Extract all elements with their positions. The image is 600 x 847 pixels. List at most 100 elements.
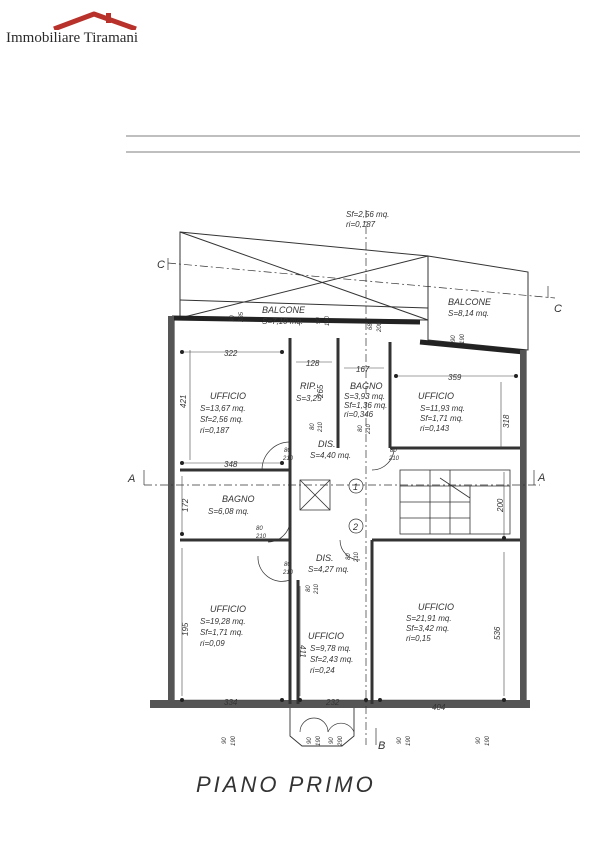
room-ratio: ri=0,09 [200, 639, 225, 648]
dim-232: 232 [325, 698, 340, 707]
dim-411: 411 [298, 645, 307, 658]
room-ratio: ri=0,187 [200, 426, 230, 435]
opening-width: 80 [256, 526, 263, 532]
opening-height: 190 [460, 333, 466, 344]
wall-hatch [150, 316, 530, 708]
dimension-lines [181, 350, 516, 701]
ri-top-label: ri=0,187 [346, 220, 376, 229]
room-window-area: Sf=2,56 mq. [200, 415, 243, 424]
room-ratio: ri=0,24 [310, 666, 335, 675]
section-a-right: A [537, 472, 545, 484]
section-c-left: C [157, 259, 165, 271]
opening-width: 80 [284, 562, 291, 568]
opening-height: 190 [406, 735, 412, 746]
opening-height: 200 [377, 321, 383, 333]
opening-width: 90 [222, 737, 228, 744]
house-roof-icon [53, 11, 137, 30]
opening-height: 285 [239, 311, 245, 323]
room-name: UFFICIO [210, 604, 246, 614]
dim-318: 318 [502, 414, 511, 428]
door-swings [257, 441, 395, 733]
room-bagno-2: BAGNO S=6,08 mq. [208, 494, 255, 516]
opening-width: 90 [307, 737, 313, 744]
room-name: BAGNO [222, 494, 255, 504]
dim-536: 536 [493, 626, 502, 640]
opening-labels: 90 285 90 190 68 200 90 190 80 210 80 21… [222, 311, 491, 747]
dim-334: 334 [224, 698, 238, 707]
opening-width: 80 [284, 448, 291, 454]
section-c-right: C [554, 303, 562, 315]
bay-window [289, 708, 355, 747]
room-area: S=11,93 mq. [420, 404, 465, 413]
balcony-area [179, 231, 529, 351]
room-window-area: Sf=3,42 mq. [406, 624, 449, 633]
dim-167: 167 [356, 365, 370, 374]
dim-265: 265 [316, 384, 325, 399]
section-b-label: B [378, 740, 385, 752]
opening-height: 210 [318, 421, 324, 433]
room-name: UFFICIO [418, 391, 454, 401]
opening-height: 210 [388, 456, 400, 462]
room-name: BAGNO [350, 381, 383, 391]
stair-marker-1: 1 [353, 482, 358, 492]
dim-128: 128 [306, 359, 320, 368]
room-ufficio-1: UFFICIO S=13,67 mq. Sf=2,56 mq. ri=0,187 [200, 391, 246, 435]
stair-marker-2: 2 [352, 522, 358, 532]
opening-width: 90 [451, 335, 457, 342]
opening-height: 190 [316, 735, 322, 746]
sf-top-label: Sf=2,56 mq. [346, 210, 389, 219]
room-dis-1: DIS. S=4,40 mq. [310, 439, 351, 460]
opening-width: 90 [397, 737, 403, 744]
opening-width: 80 [346, 553, 352, 560]
header-rules [126, 135, 580, 153]
room-area: S=21,91 mq. [406, 614, 452, 623]
room-name: UFFICIO [210, 391, 246, 401]
section-lines [144, 210, 556, 745]
room-name: DIS. [318, 439, 336, 449]
opening-width: 80 [390, 448, 397, 454]
opening-width: 80 [358, 425, 364, 432]
room-area: S=8,14 mq. [448, 309, 489, 318]
opening-height: 190 [231, 735, 237, 746]
stair [299, 469, 511, 535]
room-bagno-1: BAGNO S=3,93 mq. Sf=1,36 mq. ri=0,346 [344, 381, 387, 419]
room-name: BALCONE [448, 297, 492, 307]
opening-height: 210 [282, 570, 294, 576]
room-area: S=19,28 mq. [200, 617, 246, 626]
room-ufficio-4: UFFICIO S=9,78 mq. Sf=2,43 mq. ri=0,24 [308, 631, 353, 675]
opening-height: 210 [314, 583, 320, 595]
room-ratio: ri=0,15 [406, 634, 431, 643]
dim-348: 348 [224, 460, 238, 469]
room-area: S=13,67 mq. [200, 404, 246, 413]
room-ratio: ri=0,143 [420, 424, 450, 433]
brand-header: Immobiliare Tiramani [0, 0, 200, 56]
dim-195: 195 [181, 622, 190, 636]
room-area: S=3,93 mq. [344, 392, 385, 401]
room-area: S=6,08 mq. [208, 507, 249, 516]
room-area: S=9,78 mq. [310, 644, 351, 653]
brand-name: Immobiliare Tiramani [6, 30, 139, 46]
section-a-left: A [127, 473, 135, 485]
opening-height: 190 [485, 735, 491, 746]
room-window-area: Sf=1,71 mq. [200, 628, 243, 637]
opening-width: 80 [306, 585, 312, 592]
opening-height: 190 [325, 315, 331, 326]
room-window-area: Sf=1,71 mq. [420, 414, 463, 423]
room-area: S=4,40 mq. [310, 451, 351, 460]
dimension-dots [180, 350, 518, 702]
opening-width: 68 [368, 323, 374, 330]
plan-title: PIANO PRIMO [196, 772, 376, 797]
room-balcone-1: BALCONE S=7,10 mq. [262, 305, 306, 326]
room-ufficio-3: UFFICIO S=19,28 mq. Sf=1,71 mq. ri=0,09 [200, 604, 246, 648]
opening-height: 210 [255, 534, 267, 540]
room-balcone-2: BALCONE S=8,14 mq. [448, 297, 492, 318]
dim-404: 404 [432, 703, 446, 712]
opening-height: 210 [366, 423, 372, 435]
dim-172: 172 [181, 498, 190, 512]
room-window-area: Sf=2,43 mq. [310, 655, 353, 664]
opening-width: 90 [329, 737, 335, 744]
dim-322: 322 [224, 349, 238, 358]
section-marks [143, 258, 549, 745]
room-area: S=3,25 [296, 394, 322, 403]
